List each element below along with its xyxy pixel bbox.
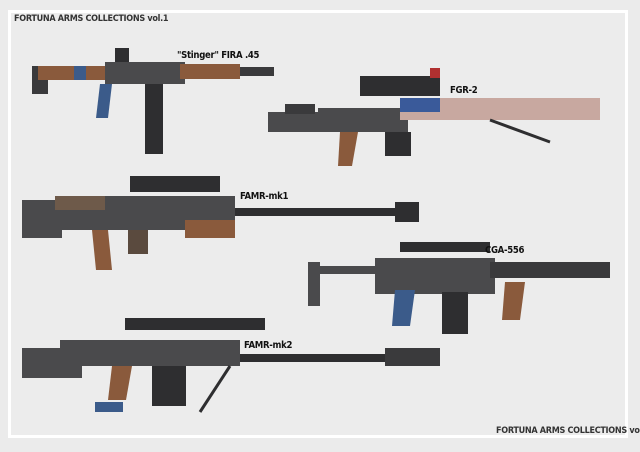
weapon-cga-556: [308, 242, 610, 334]
weapon-label-cga-556: CGA-556: [485, 245, 525, 256]
weapon-label-famr-mk2: FAMR-mk2: [244, 340, 293, 351]
weapon-label-fgr-2: FGR-2: [450, 85, 478, 96]
header-title: FORTUNA ARMS COLLECTIONS vol.1: [14, 14, 169, 24]
weapon-stinger-fira: [32, 48, 274, 154]
weapon-label-famr-mk1: FAMR-mk1: [240, 191, 289, 202]
weapon-famr-mk2: [22, 318, 440, 413]
weapon-label-stinger: "Stinger" FIRA .45: [177, 50, 260, 61]
footer-title: FORTUNA ARMS COLLECTIONS vol.1: [496, 426, 640, 436]
weapon-famr-mk1: [22, 176, 419, 270]
weapon-fgr-2: [268, 68, 600, 166]
